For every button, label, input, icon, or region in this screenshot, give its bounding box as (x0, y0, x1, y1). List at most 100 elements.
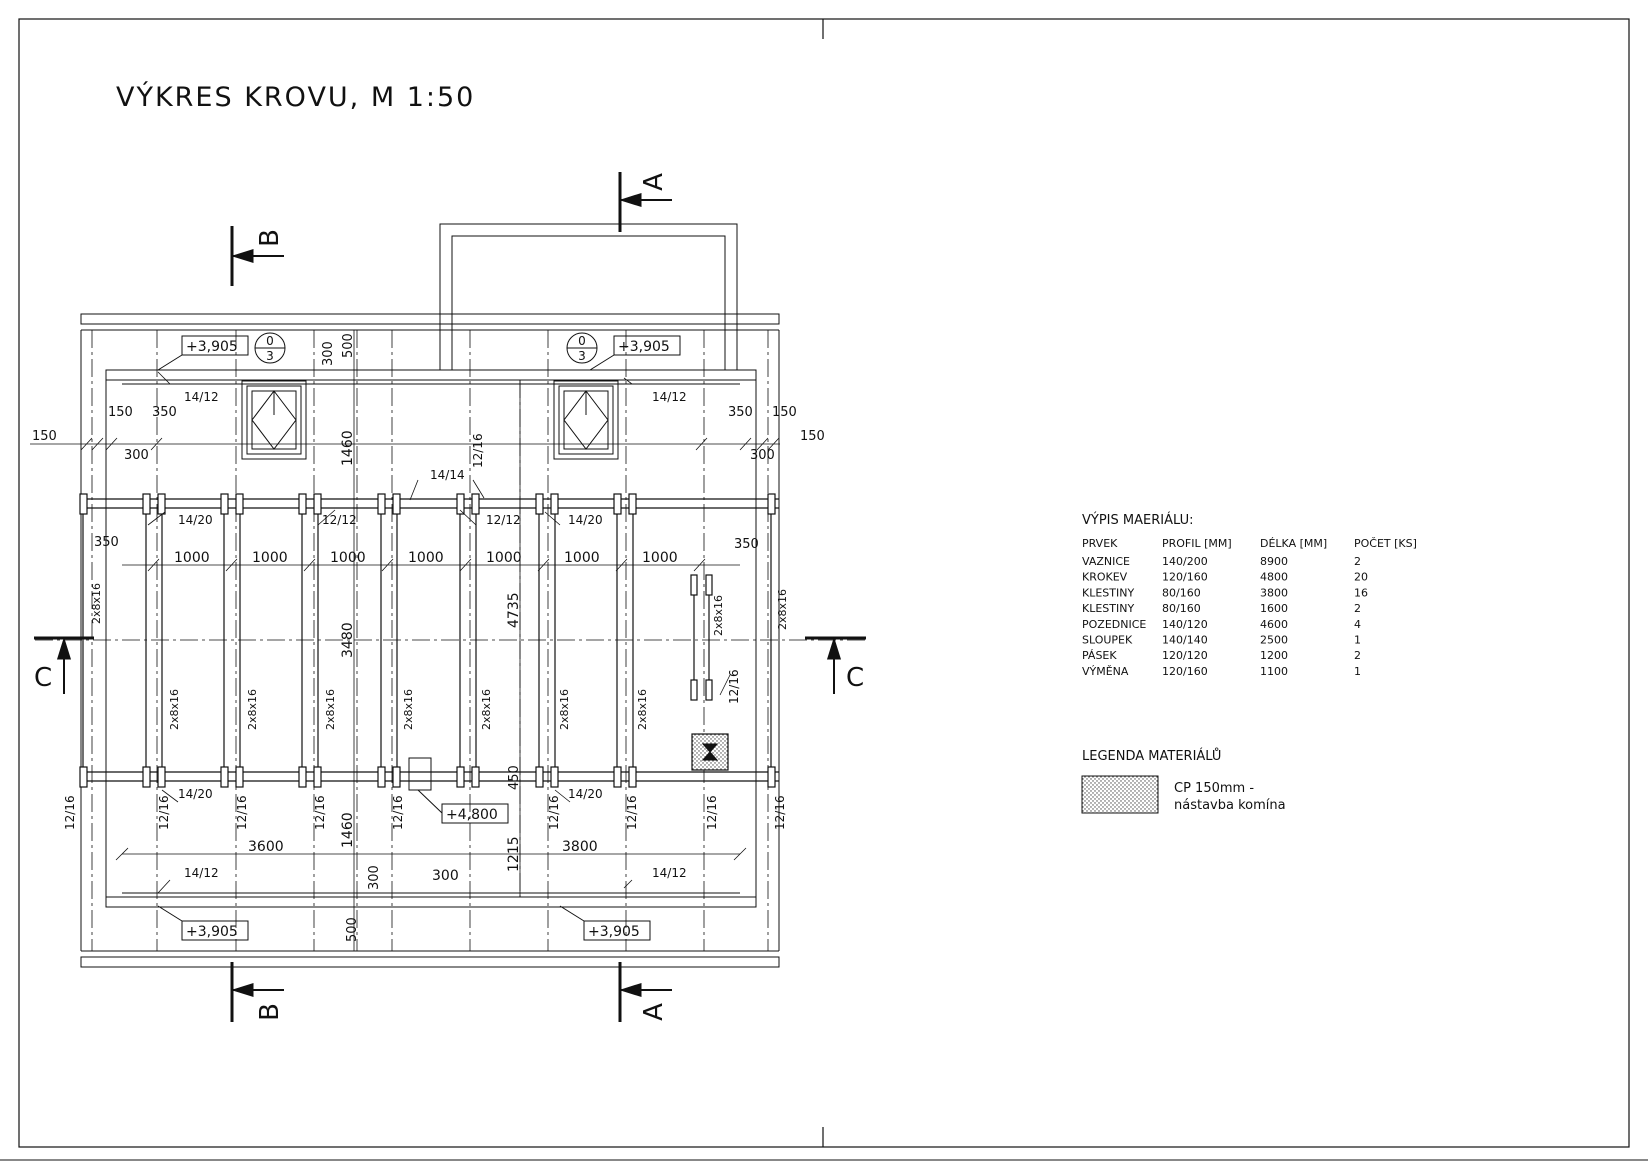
collar-label-4: 2x8x16 (324, 689, 337, 730)
section-label-a-top: A (639, 173, 669, 191)
dim-350-left: 350 (152, 405, 177, 420)
rafters (79, 493, 776, 788)
dimension-lines (30, 330, 780, 951)
dim-300-horiz: 300 (432, 868, 459, 884)
dim-350-mid-left: 350 (94, 535, 119, 550)
dim-1460-vert-bottom: 1460 (340, 812, 356, 848)
profile-12-12-2: 12/12 (486, 513, 521, 527)
dim-150-left: 150 (32, 429, 57, 444)
rafter-pair-3 (298, 493, 322, 788)
strut-label-b6: 12/16 (625, 795, 639, 830)
strut-label-b3: 12/16 (313, 795, 327, 830)
material-list: VÝPIS MAERIÁLU: PRVEK PROFIL [MM] DÉLKA … (1082, 512, 1417, 678)
strut-label-b0: 12/16 (63, 795, 77, 830)
dim-150-left2: 150 (108, 405, 133, 420)
section-a-bottom (618, 962, 672, 1022)
material-cell: 16 (1354, 586, 1368, 599)
legend: LEGENDA MATERIÁLŮ CP 150mm - nástavba ko… (1081, 748, 1286, 814)
material-list-heading: VÝPIS MAERIÁLU: (1082, 512, 1193, 528)
profile-14-12-tr: 14/12 (652, 390, 687, 404)
profile-14-20-4: 14/20 (568, 787, 603, 801)
strut-label-b2: 12/16 (235, 795, 249, 830)
collar-label-9: 2x8x16 (712, 595, 725, 636)
dim-1000-6: 1000 (564, 550, 600, 566)
dim-300-vert-bottom: 300 (367, 865, 382, 890)
dim-300-vert-top: 300 (321, 341, 336, 366)
level-boxes (157, 335, 681, 941)
profile-12-12-1: 12/12 (322, 513, 357, 527)
col-profile: PROFIL [MM] (1162, 537, 1232, 550)
section-b-bottom (230, 962, 284, 1022)
profile-14-20-2: 14/20 (568, 513, 603, 527)
chimney-tag-right-top: 0 (578, 334, 586, 348)
rafter-pair-7 (613, 493, 637, 788)
rafter-pair-2 (220, 493, 244, 788)
dim-350-mid-right: 350 (734, 537, 759, 552)
col-length: DÉLKA [MM] (1260, 537, 1327, 550)
chimney-tag-left (254, 332, 286, 364)
sheet-frame (0, 18, 1648, 1161)
material-cell: VÝMĚNA (1082, 665, 1129, 678)
material-cell: 8900 (1260, 555, 1288, 568)
level-bottom-left: +3,905 (186, 924, 238, 940)
roof-plan (30, 172, 868, 1022)
material-cell: 1600 (1260, 602, 1288, 615)
material-cell: VAZNICE (1082, 555, 1130, 568)
material-cell: KLESTINY (1082, 602, 1134, 615)
strut-label-b8: 12/16 (773, 795, 787, 830)
dim-1000-3: 1000 (330, 550, 366, 566)
legend-item-line1: CP 150mm - (1174, 781, 1254, 796)
legend-swatch-hatch (1081, 775, 1159, 814)
material-cell: 4800 (1260, 571, 1288, 584)
level-top-left: +3,905 (186, 339, 238, 355)
material-cell: 2 (1354, 602, 1361, 615)
material-cell: 2 (1354, 555, 1361, 568)
dim-150-right2: 150 (772, 405, 797, 420)
dim-1000-2: 1000 (252, 550, 288, 566)
chimney-tag-right (566, 332, 598, 364)
material-cell: 80/160 (1162, 586, 1201, 599)
material-cell: 2500 (1260, 634, 1288, 647)
axis-lines (35, 330, 868, 951)
material-cell: 120/160 (1162, 665, 1208, 678)
leaders (147, 371, 731, 894)
purlins (81, 498, 779, 782)
dim-150-right: 150 (800, 429, 825, 444)
dim-1000-5: 1000 (486, 550, 522, 566)
plan-labels: A A B B C C +3,905 +3,905 +3,905 +3,905 … (32, 173, 864, 1021)
profile-14-12-tl: 14/12 (184, 390, 219, 404)
legend-heading: LEGENDA MATERIÁLŮ (1082, 748, 1221, 764)
collar-label-5: 2x8x16 (402, 689, 415, 730)
trimmer-pair (690, 574, 713, 701)
dim-500-vert-top: 500 (341, 333, 356, 358)
dim-3480-vert: 3480 (340, 622, 356, 658)
dim-3800: 3800 (562, 839, 598, 855)
wall-plates (80, 313, 780, 968)
section-label-c-left: C (34, 663, 52, 693)
profile-12-16-top: 12/16 (471, 433, 485, 468)
strut-label-b4: 12/16 (391, 795, 405, 830)
material-cell: 1100 (1260, 665, 1288, 678)
section-c-right (805, 636, 866, 694)
material-cell: 140/140 (1162, 634, 1208, 647)
chimney-tag-left-top: 0 (266, 334, 274, 348)
material-cell: SLOUPEK (1082, 634, 1133, 647)
legend-item-line2: nástavba komína (1174, 798, 1286, 813)
strut-label-b5: 12/16 (547, 795, 561, 830)
level-bottom-right: +3,905 (588, 924, 640, 940)
dim-1000-7: 1000 (642, 550, 678, 566)
section-b-top (230, 226, 284, 286)
material-cell: 140/200 (1162, 555, 1208, 568)
dim-300-right: 300 (750, 448, 775, 463)
rafter-pair-5 (456, 493, 480, 788)
profile-14-12-br: 14/12 (652, 866, 687, 880)
material-cell: PÁSEK (1082, 649, 1117, 662)
material-cell: 1 (1354, 634, 1361, 647)
chimney-left (241, 380, 307, 460)
material-cell: 2 (1354, 649, 1361, 662)
collar-label-8: 2x8x16 (636, 689, 649, 730)
strut-label-b7: 12/16 (705, 795, 719, 830)
material-cell: 140/120 (1162, 618, 1208, 631)
level-top-right: +3,905 (618, 339, 670, 355)
